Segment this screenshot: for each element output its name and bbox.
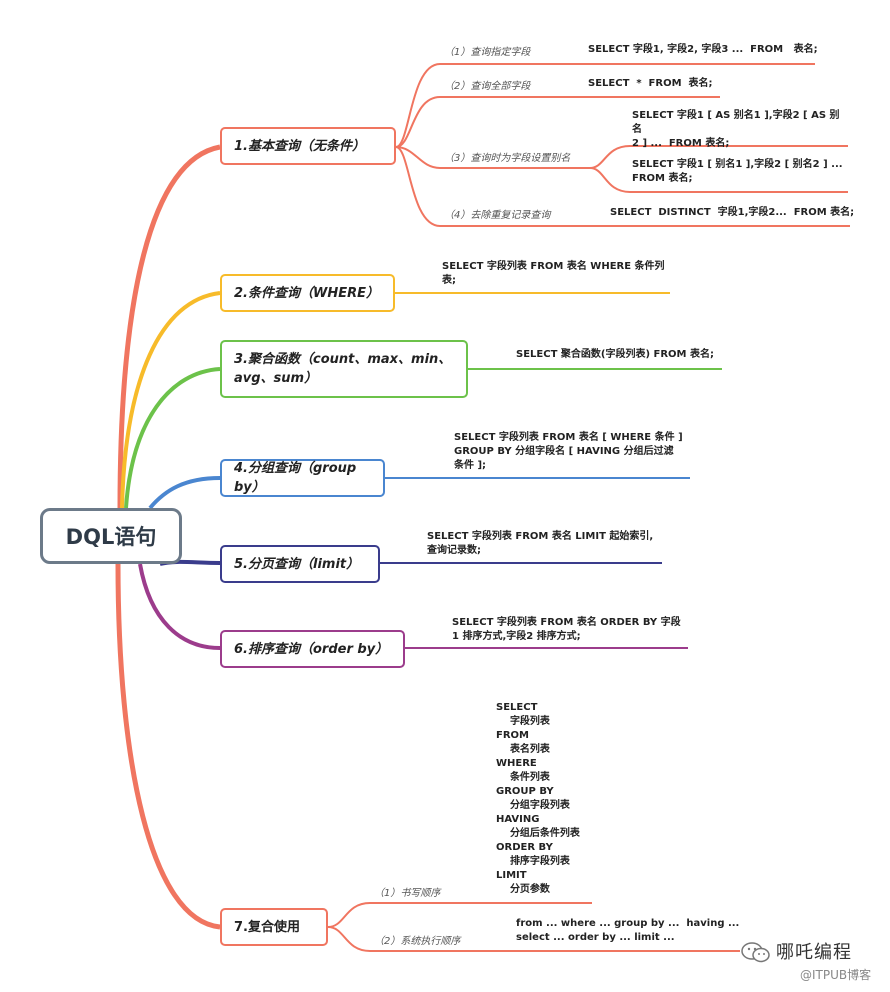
branch-basic-query[interactable]: 1.基本查询（无条件） [220, 127, 396, 165]
link-b1-c3 [395, 146, 590, 169]
branch-where-query-label: 2.条件查询（WHERE） [234, 285, 379, 301]
code-where: SELECT 字段列表 FROM 表名 WHERE 条件列 表; [442, 261, 665, 286]
branch-group-by-label: 4.分组查询（group by） [234, 461, 361, 495]
subtopic-writing-order[interactable]: （1）书写顺序 [374, 888, 441, 899]
link-root-b2 [120, 291, 221, 509]
wechat-icon [741, 942, 770, 963]
link-root-b1 [117, 144, 221, 509]
root-label: DQL语句 [65, 525, 157, 549]
branch-where-query[interactable]: 2.条件查询（WHERE） [220, 274, 395, 312]
subtopic-distinct[interactable]: （4）去除重复记录查询 [444, 210, 551, 221]
link-b7-c1 [327, 902, 592, 928]
root-node[interactable]: DQL语句 [40, 508, 182, 564]
branch-basic-query-label: 1.基本查询（无条件） [234, 138, 365, 154]
subtopic-select-fields[interactable]: （1）查询指定字段 [444, 47, 531, 58]
subtopic-execution-order[interactable]: （2）系统执行顺序 [374, 936, 461, 947]
code-alias-as: SELECT 字段1 [ AS 别名1 ],字段2 [ AS 别名 2 ] ..… [632, 110, 840, 149]
branch-aggregate[interactable]: 3.聚合函数（count、max、min、 avg、sum） [220, 340, 468, 398]
branch-aggregate-label: 3.聚合函数（count、max、min、 avg、sum） [234, 352, 452, 386]
link-b1-c2 [395, 96, 720, 148]
code-execution-order: from ... where ... group by ... having .… [516, 918, 740, 943]
link-b1-c4 [395, 146, 850, 227]
branch-order-by[interactable]: 6.排序查询（order by） [220, 630, 405, 668]
link-root-b6 [138, 563, 221, 650]
link-b1-c1 [395, 63, 815, 148]
subtopic-alias[interactable]: （3）查询时为字段设置别名 [444, 153, 571, 164]
branch-combined-label: 7.复合使用 [234, 919, 300, 935]
branch-group-by[interactable]: 4.分组查询（group by） [220, 459, 385, 497]
link-root-b7 [115, 563, 221, 930]
code-writing-order: SELECT 字段列表 FROM 表名列表 WHERE 条件列表 GROUP B… [496, 702, 580, 895]
code-order-by: SELECT 字段列表 FROM 表名 ORDER BY 字段 1 排序方式,字… [452, 617, 681, 642]
code-select-fields: SELECT 字段1, 字段2, 字段3 ... FROM 表名; [588, 44, 818, 55]
link-root-b3 [124, 367, 221, 509]
code-aggregate: SELECT 聚合函数(字段列表) FROM 表名; [516, 349, 714, 360]
branch-order-by-label: 6.排序查询（order by） [234, 641, 389, 657]
link-b7-c2 [327, 926, 740, 952]
link-b1-c3b [589, 167, 848, 193]
watermark-source: @ITPUB博客 [800, 968, 872, 982]
watermark-name: 哪吒编程 [776, 942, 852, 963]
link-b1-c3a [589, 145, 848, 169]
branch-combined[interactable]: 7.复合使用 [220, 908, 328, 946]
link-root-b4 [148, 476, 221, 510]
code-limit: SELECT 字段列表 FROM 表名 LIMIT 起始索引, 查询记录数; [427, 531, 654, 556]
branch-limit-label: 5.分页查询（limit） [234, 556, 360, 572]
branch-limit[interactable]: 5.分页查询（limit） [220, 545, 380, 583]
code-alias-space: SELECT 字段1 [ 别名1 ],字段2 [ 别名2 ] ... FROM … [632, 159, 843, 184]
code-distinct: SELECT DISTINCT 字段1,字段2... FROM 表名; [610, 207, 855, 218]
code-group-by: SELECT 字段列表 FROM 表名 [ WHERE 条件 ] GROUP B… [454, 432, 683, 471]
subtopic-select-all[interactable]: （2）查询全部字段 [444, 81, 531, 92]
code-select-all: SELECT * FROM 表名; [588, 78, 713, 89]
